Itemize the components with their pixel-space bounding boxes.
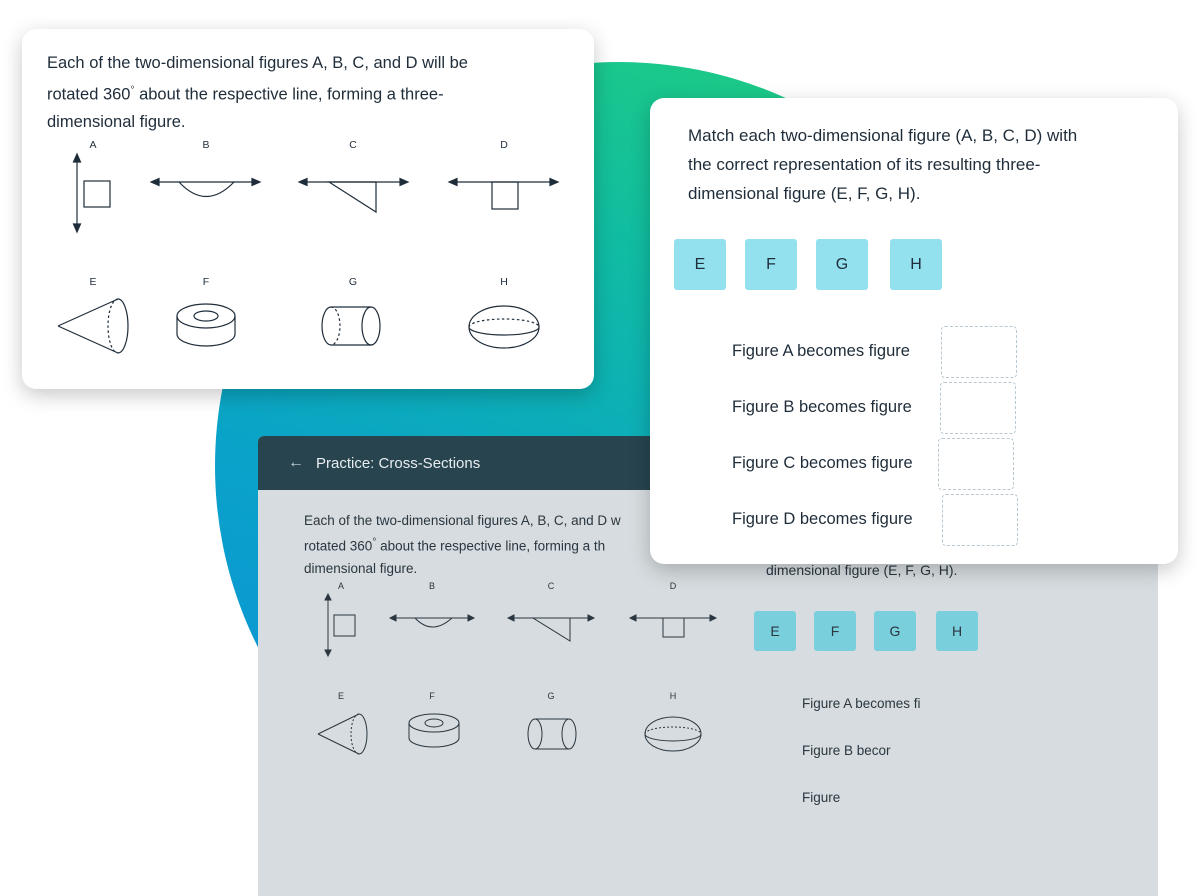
matching-card: Match each two-dimensional figure (A, B,… [650, 98, 1178, 564]
matching-question-line1: Match each two-dimensional figure (A, B,… [688, 126, 1078, 145]
bg-figure-g [527, 718, 577, 750]
degree-symbol: ° [130, 85, 135, 96]
figures-question-card: Each of the two-dimensional figures A, B… [22, 29, 594, 389]
figure-b [149, 177, 262, 197]
practice-figures: A B C D E [317, 581, 718, 755]
bg-figure-h [644, 716, 702, 752]
bg-match-row-a: Figure A becomes fi [802, 696, 921, 711]
option-tile-g[interactable]: G [816, 239, 868, 290]
drop-zone-c[interactable] [938, 438, 1014, 490]
bg-label-d: D [670, 581, 677, 591]
bg-figure-b [388, 614, 476, 628]
figure-e-cone [57, 298, 129, 354]
label-b: B [202, 139, 209, 151]
figures-question-line2: rotated 360° about the respective line, … [47, 77, 547, 109]
match-label-b: Figure B becomes figure [732, 398, 912, 416]
label-h: H [500, 276, 508, 288]
bg-figure-a [324, 592, 356, 658]
drop-zone-a[interactable] [941, 326, 1017, 378]
figures-question-text: Each of the two-dimensional figures A, B… [47, 50, 547, 136]
option-tile-e[interactable]: E [674, 239, 726, 290]
practice-question-line1: Each of the two-dimensional figures A, B… [304, 513, 621, 528]
figure-a [72, 152, 111, 234]
figures-question-line3: dimensional figure. [47, 112, 186, 131]
practice-question-line2a: rotated 360 [304, 538, 373, 554]
bg-label-f: F [429, 691, 435, 701]
bg-label-b: B [429, 581, 435, 591]
bg-figure-c [506, 614, 596, 642]
option-tile-h[interactable]: H [890, 239, 942, 290]
bg-label-h: H [670, 691, 677, 701]
label-e: E [89, 276, 96, 288]
practice-question: Each of the two-dimensional figures A, B… [304, 510, 664, 580]
label-f: F [203, 276, 209, 288]
bg-figure-e [317, 713, 368, 755]
match-label-d: Figure D becomes figure [732, 510, 913, 528]
bg-figure-f [408, 713, 460, 748]
bg-label-c: C [548, 581, 555, 591]
matching-question: Match each two-dimensional figure (A, B,… [688, 121, 1148, 208]
practice-question-line2b: about the respective line, forming a th [376, 538, 606, 554]
label-c: C [349, 139, 357, 151]
practice-degree-symbol: ° [372, 537, 377, 548]
label-a: A [89, 139, 96, 151]
bg-option-g[interactable]: G [874, 611, 916, 651]
figure-h-sphere [468, 305, 540, 349]
figures-question-line1: Each of the two-dimensional figures A, B… [47, 54, 468, 72]
bg-label-e: E [338, 691, 344, 701]
bg-match-row-b: Figure B becor [802, 743, 891, 758]
figure-d [447, 177, 560, 210]
drop-zone-b[interactable] [940, 382, 1016, 434]
match-label-c: Figure C becomes figure [732, 454, 913, 472]
practice-question-line3: dimensional figure. [304, 560, 418, 576]
matching-question-line3: dimensional figure (E, F, G, H). [688, 184, 921, 203]
bg-label-a: A [338, 581, 344, 591]
option-tile-f[interactable]: F [745, 239, 797, 290]
drop-zone-d[interactable] [942, 494, 1018, 546]
practice-title: Practice: Cross-Sections [316, 454, 481, 472]
figure-f-ring [176, 303, 236, 347]
figures-question-line2b: about the respective line, forming a thr… [134, 85, 444, 104]
figure-c [297, 177, 410, 214]
figure-g-cylinder [321, 306, 381, 346]
bg-label-g: G [547, 691, 554, 701]
label-d: D [500, 139, 508, 151]
practice-right-title: dimensional figure (E, F, G, H). [766, 562, 958, 578]
bg-option-h[interactable]: H [936, 611, 978, 651]
label-g: G [349, 276, 357, 288]
back-arrow-icon[interactable]: ← [288, 454, 304, 471]
figures-diagram: A B C D E [57, 139, 560, 354]
bg-match-row-c: Figure [802, 790, 841, 805]
figures-question-line2a: rotated 360 [47, 85, 131, 104]
matching-question-line2: the correct representation of its result… [688, 155, 1041, 174]
match-label-a: Figure A becomes figure [732, 342, 910, 360]
bg-option-e[interactable]: E [754, 611, 796, 651]
bg-option-f[interactable]: F [814, 611, 856, 651]
practice-question-line2: rotated 360° about the respective line, … [304, 532, 664, 558]
bg-figure-d [628, 614, 718, 638]
